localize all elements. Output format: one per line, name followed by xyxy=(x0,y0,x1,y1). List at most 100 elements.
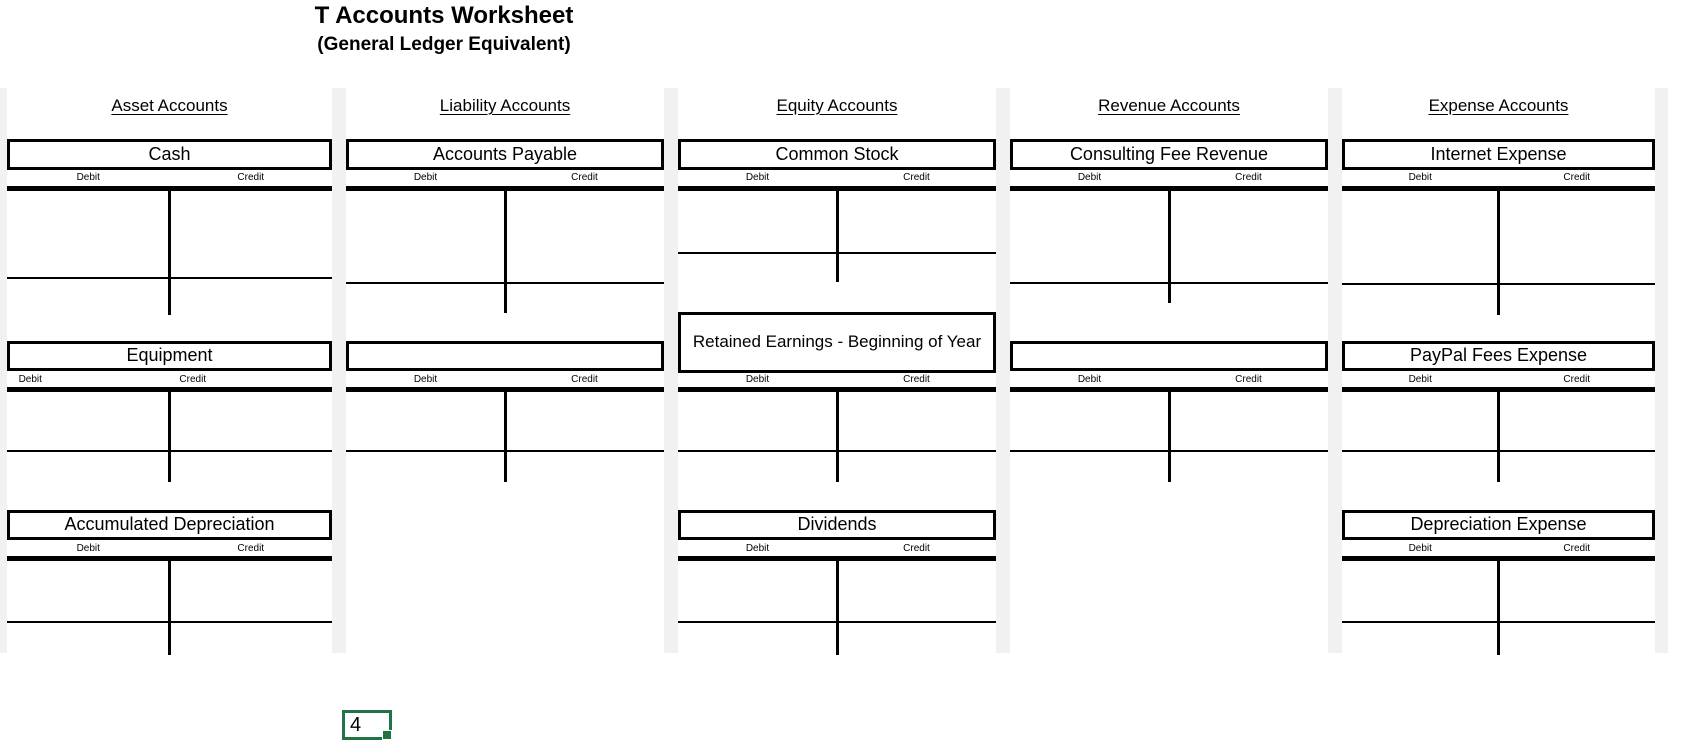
account-title-box-consulting-fee-revenue[interactable]: Consulting Fee Revenue xyxy=(1010,139,1328,170)
credit-entry-area-equipment[interactable] xyxy=(172,392,332,482)
column-header-equity-accounts: Equity Accounts xyxy=(678,96,996,116)
t-account-top-rule xyxy=(678,186,996,191)
t-account-entry-line xyxy=(346,450,664,452)
t-account-stem-line xyxy=(503,392,507,482)
column-gutter xyxy=(332,88,346,653)
credit-label: Credit xyxy=(237,543,265,554)
worksheet-subtitle: (General Ledger Equivalent) xyxy=(317,33,571,55)
t-account-top-rule xyxy=(1342,556,1655,561)
selected-cell-value: 4 xyxy=(350,714,362,736)
column-gutter xyxy=(1655,88,1668,653)
account-title-box-blank[interactable] xyxy=(346,341,664,371)
t-account-top-rule xyxy=(1342,186,1655,191)
credit-label: Credit xyxy=(1563,172,1591,183)
debit-entry-area-equipment[interactable] xyxy=(7,392,167,482)
credit-entry-area-paypal-fees-expense[interactable] xyxy=(1501,392,1655,482)
account-title-label: Internet Expense xyxy=(1430,143,1567,164)
credit-entry-area-retained-earnings-beginning-of-year[interactable] xyxy=(839,392,995,482)
column-header-label: Revenue Accounts xyxy=(1098,96,1240,115)
credit-entry-area-accounts-payable[interactable] xyxy=(507,191,663,313)
account-title-label: Retained Earnings - Beginning of Year xyxy=(692,332,982,352)
account-title-box-dividends[interactable]: Dividends xyxy=(678,510,996,540)
credit-entry-area-depreciation-expense[interactable] xyxy=(1501,561,1655,655)
debit-entry-area-retained-earnings-beginning-of-year[interactable] xyxy=(678,392,834,482)
account-title-box-accounts-payable[interactable]: Accounts Payable xyxy=(346,139,664,170)
credit-label: Credit xyxy=(903,543,930,554)
column-gutter xyxy=(1328,88,1342,653)
worksheet-title: T Accounts Worksheet xyxy=(314,2,574,29)
debit-label: Debit xyxy=(1077,172,1102,183)
debit-label: Debit xyxy=(76,543,100,554)
account-title-box-depreciation-expense[interactable]: Depreciation Expense xyxy=(1342,510,1655,540)
column-header-liability-accounts: Liability Accounts xyxy=(346,96,664,116)
debit-entry-area-blank[interactable] xyxy=(1010,392,1166,482)
debit-entry-area-accounts-payable[interactable] xyxy=(346,191,502,313)
debit-entry-area-depreciation-expense[interactable] xyxy=(1342,561,1496,655)
column-header-asset-accounts: Asset Accounts xyxy=(7,96,332,116)
t-account-stem-line xyxy=(835,191,839,282)
credit-label: Credit xyxy=(571,172,598,183)
account-title-label: PayPal Fees Expense xyxy=(1409,345,1588,366)
t-account-entry-line xyxy=(1342,450,1655,452)
debit-entry-area-blank[interactable] xyxy=(346,392,502,482)
debit-label: Debit xyxy=(745,374,770,385)
column-header-revenue-accounts: Revenue Accounts xyxy=(1010,96,1328,116)
debit-entry-area-internet-expense[interactable] xyxy=(1342,191,1496,315)
t-account-top-rule xyxy=(7,387,332,392)
credit-entry-area-consulting-fee-revenue[interactable] xyxy=(1171,191,1327,303)
credit-entry-area-common-stock[interactable] xyxy=(839,191,995,282)
t-account-entry-line xyxy=(678,621,996,623)
fill-handle[interactable] xyxy=(382,730,392,740)
t-account-entry-line xyxy=(1342,283,1655,285)
debit-entry-area-accumulated-depreciation[interactable] xyxy=(7,561,167,655)
credit-entry-area-dividends[interactable] xyxy=(839,561,995,655)
debit-entry-area-paypal-fees-expense[interactable] xyxy=(1342,392,1496,482)
account-title-box-retained-earnings-beginning-of-year[interactable]: Retained Earnings - Beginning of Year xyxy=(678,312,996,373)
t-account-entry-line xyxy=(1342,621,1655,623)
debit-entry-area-cash[interactable] xyxy=(7,191,167,315)
t-account-entry-line xyxy=(678,450,996,452)
credit-entry-area-cash[interactable] xyxy=(172,191,332,315)
account-title-box-equipment[interactable]: Equipment xyxy=(7,341,332,371)
debit-label: Debit xyxy=(1077,374,1102,385)
account-title-box-accumulated-depreciation[interactable]: Accumulated Depreciation xyxy=(7,510,332,540)
account-title-box-common-stock[interactable]: Common Stock xyxy=(678,139,996,170)
account-title-label: Accumulated Depreciation xyxy=(64,514,275,535)
selected-cell[interactable]: 4 xyxy=(342,710,392,740)
credit-entry-area-internet-expense[interactable] xyxy=(1501,191,1655,315)
credit-label: Credit xyxy=(1563,374,1591,385)
t-account-stem-line xyxy=(1497,392,1500,482)
account-title-label: Consulting Fee Revenue xyxy=(1069,143,1269,164)
t-account-top-rule xyxy=(678,556,996,561)
t-account-top-rule xyxy=(678,387,996,392)
debit-label: Debit xyxy=(76,172,100,183)
debit-entry-area-consulting-fee-revenue[interactable] xyxy=(1010,191,1166,303)
t-account-entry-line xyxy=(1010,282,1328,284)
title-block: T Accounts Worksheet (General Ledger Equ… xyxy=(244,2,644,58)
credit-entry-area-accumulated-depreciation[interactable] xyxy=(172,561,332,655)
column-header-label: Equity Accounts xyxy=(776,96,898,115)
t-account-stem-line xyxy=(168,561,171,655)
t-account-top-rule xyxy=(1010,387,1328,392)
account-title-label: Dividends xyxy=(797,514,877,535)
t-account-entry-line xyxy=(678,252,996,254)
account-title-box-blank[interactable] xyxy=(1010,341,1328,371)
credit-label: Credit xyxy=(903,374,930,385)
account-title-box-cash[interactable]: Cash xyxy=(7,139,332,170)
credit-entry-area-blank[interactable] xyxy=(507,392,663,482)
account-title-box-paypal-fees-expense[interactable]: PayPal Fees Expense xyxy=(1342,341,1655,371)
t-account-top-rule xyxy=(346,387,664,392)
debit-entry-area-common-stock[interactable] xyxy=(678,191,834,282)
debit-label: Debit xyxy=(745,172,770,183)
debit-label: Debit xyxy=(1408,543,1432,554)
debit-label: Debit xyxy=(413,374,438,385)
t-account-top-rule xyxy=(1010,186,1328,191)
credit-label: Credit xyxy=(903,172,930,183)
column-header-label: Expense Accounts xyxy=(1428,96,1569,115)
t-account-entry-line xyxy=(1010,450,1328,452)
debit-entry-area-dividends[interactable] xyxy=(678,561,834,655)
column-header-label: Liability Accounts xyxy=(439,96,571,115)
credit-entry-area-blank[interactable] xyxy=(1171,392,1327,482)
account-title-box-internet-expense[interactable]: Internet Expense xyxy=(1342,139,1655,170)
